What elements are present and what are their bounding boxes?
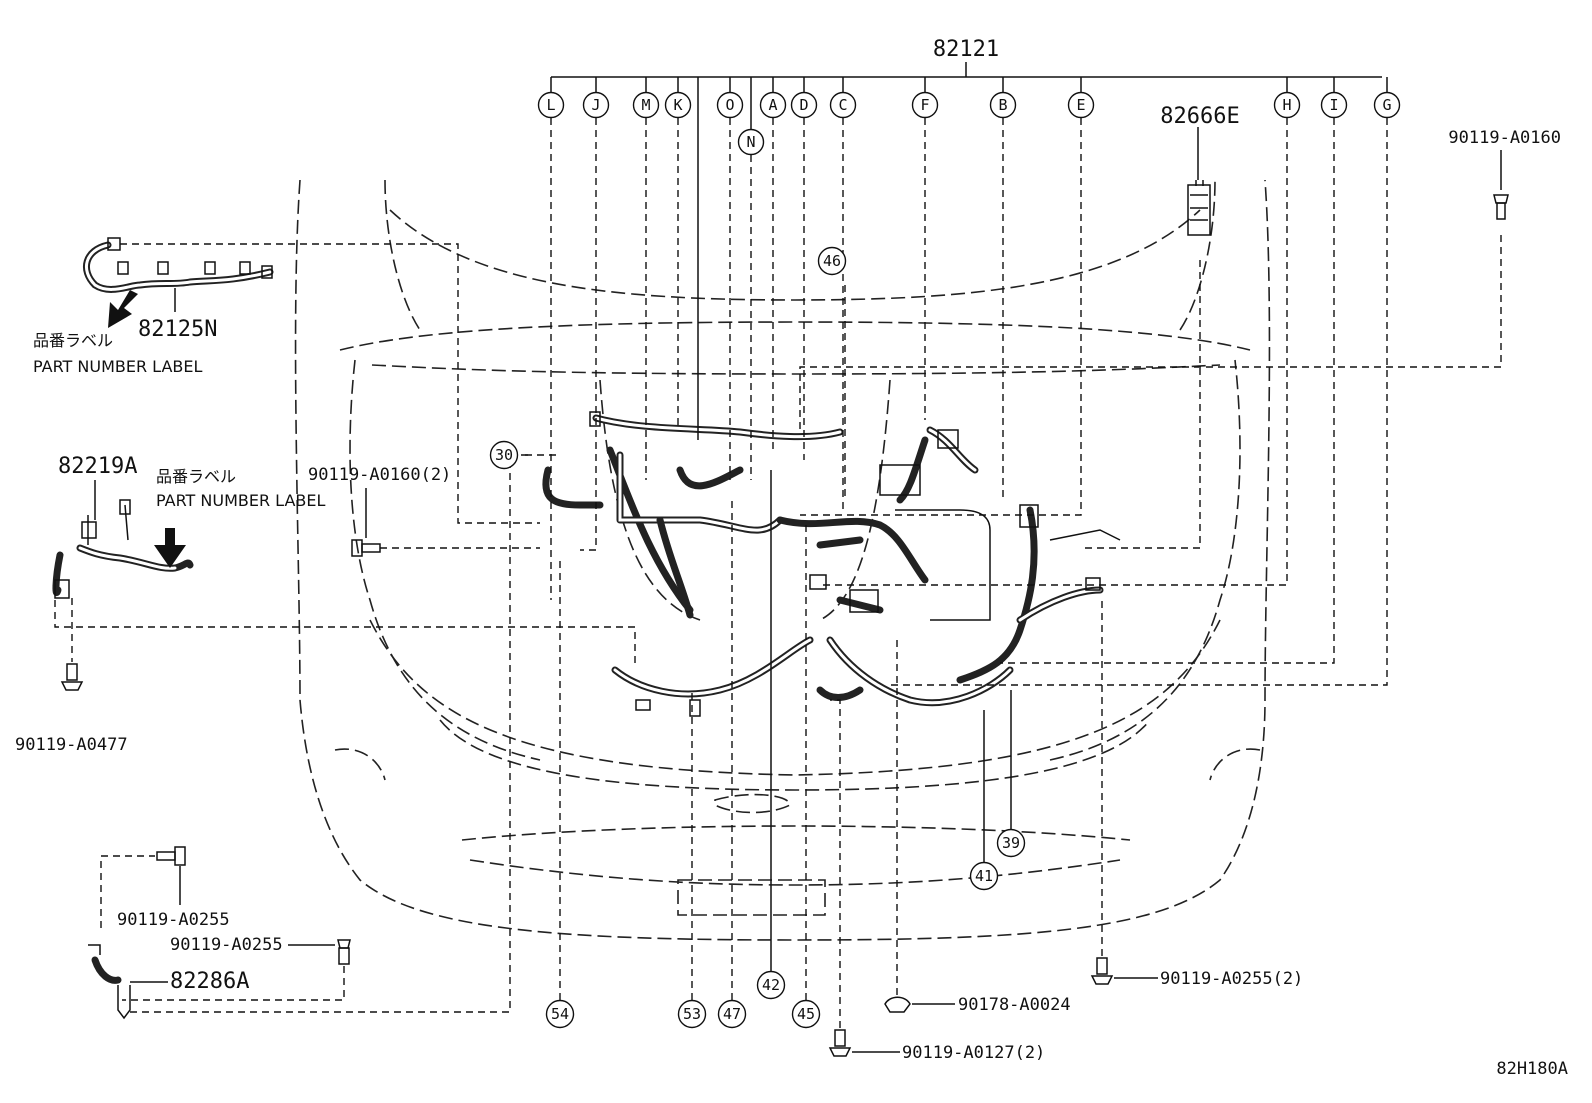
branch-circle-E	[1067, 91, 1095, 119]
callout-number-46: 46	[823, 252, 841, 270]
branch-letter-H: H	[1282, 96, 1291, 114]
vehicle-outline	[294, 179, 1271, 941]
branch-letter-L: L	[546, 96, 555, 114]
branch-letter-B: B	[998, 96, 1007, 114]
main-part-bracket	[551, 62, 1382, 78]
branch-letter-F: F	[920, 96, 929, 114]
callout-circle-47	[717, 999, 747, 1029]
callout-number-42: 42	[762, 976, 780, 994]
bolt-90119-A0255-b: 90119-A0255	[170, 935, 283, 955]
branch-letter-D: D	[799, 96, 808, 114]
branch-letter-M: M	[641, 96, 650, 114]
callout-number-53: 53	[683, 1005, 701, 1023]
callout-leaders	[525, 454, 1012, 1000]
branch-circle-J	[582, 91, 610, 119]
branch-letter-N: N	[746, 133, 755, 151]
callout-number-45: 45	[797, 1005, 815, 1023]
callout-circle-42	[756, 970, 786, 1000]
part-82286A	[88, 454, 530, 1020]
part-label-en-1: PART NUMBER LABEL	[33, 357, 202, 376]
bolt-90119-A0160-2: 90119-A0160(2)	[308, 465, 451, 485]
branch-circle-O	[716, 91, 744, 119]
callout-circle-53	[677, 999, 707, 1029]
callout-number-41: 41	[975, 867, 993, 885]
branch-letter-J: J	[591, 96, 600, 114]
branch-circle-M	[632, 91, 660, 119]
part-82286A-number: 82286A	[170, 969, 249, 994]
callout-number-30: 30	[495, 446, 513, 464]
part-82125N	[83, 237, 540, 524]
part-82666E-number: 82666E	[1160, 104, 1239, 129]
branch-circle-N	[737, 128, 765, 156]
bolt-90119-A0477: 90119-A0477	[15, 735, 128, 755]
branch-letter-O: O	[725, 96, 734, 114]
harness-assembly	[542, 411, 1121, 717]
main-part-number: 82121	[933, 37, 999, 62]
callout-circle-30	[489, 440, 519, 470]
callout-number-39: 39	[1002, 834, 1020, 852]
branch-leaders	[550, 77, 1502, 686]
part-82666E	[1187, 180, 1211, 236]
clip-icon-0024	[884, 640, 955, 1013]
branch-letter-K: K	[673, 96, 682, 114]
callout-circle-41	[969, 861, 999, 891]
branch-circle-H	[1273, 91, 1301, 119]
callout-number-54: 54	[551, 1005, 569, 1023]
part-82219A-number: 82219A	[58, 454, 137, 479]
part-label-jp-1: 品番ラベル	[33, 331, 113, 350]
branch-letter-I: I	[1329, 96, 1338, 114]
callout-circles: 46 30 54 53 47 42 45 39 41	[489, 246, 1026, 1029]
part-label-jp-2: 品番ラベル	[156, 467, 236, 486]
bolt-90119-A0160: 90119-A0160	[1448, 128, 1561, 148]
callout-circle-45	[791, 999, 821, 1029]
diagram-code: 82H180A	[1496, 1059, 1568, 1079]
clip-90178-A0024: 90178-A0024	[958, 995, 1071, 1015]
bolt-icon-0127-2	[828, 699, 900, 1057]
branch-circle-G	[1373, 91, 1401, 119]
branch-circle-C	[829, 91, 857, 119]
bolt-90119-A0255-a: 90119-A0255	[117, 910, 230, 930]
bolt-90119-A0255-2: 90119-A0255(2)	[1160, 969, 1303, 989]
branch-letter-C: C	[838, 96, 847, 114]
bolt-90119-A0127-2: 90119-A0127(2)	[902, 1043, 1045, 1063]
bolt-icon-0160	[1493, 150, 1509, 220]
branch-circle-L	[537, 91, 565, 119]
bolt-icon-0255-2	[1090, 600, 1158, 985]
callout-number-47: 47	[723, 1005, 741, 1023]
callout-circle-46	[817, 246, 847, 276]
part-82219A	[52, 480, 636, 665]
part-label-en-2: PART NUMBER LABEL	[156, 491, 325, 510]
bolt-icon-0160-2	[351, 488, 540, 557]
branch-letter-E: E	[1076, 96, 1085, 114]
callout-circle-54	[545, 999, 575, 1029]
callout-circle-39	[996, 828, 1026, 858]
bolt-icon-0477	[60, 663, 84, 691]
branch-letter-A: A	[768, 96, 777, 114]
branch-circle-A	[759, 91, 787, 119]
branch-letters: L J M K O N A D C F B E H I G	[537, 77, 1401, 156]
branch-letter-G: G	[1382, 96, 1391, 114]
branch-circle-D	[790, 91, 818, 119]
part-82125N-number: 82125N	[138, 317, 217, 342]
branch-circle-F	[911, 91, 939, 119]
branch-circle-I	[1320, 91, 1348, 119]
branch-circle-K	[664, 91, 692, 119]
branch-circle-B	[989, 91, 1017, 119]
